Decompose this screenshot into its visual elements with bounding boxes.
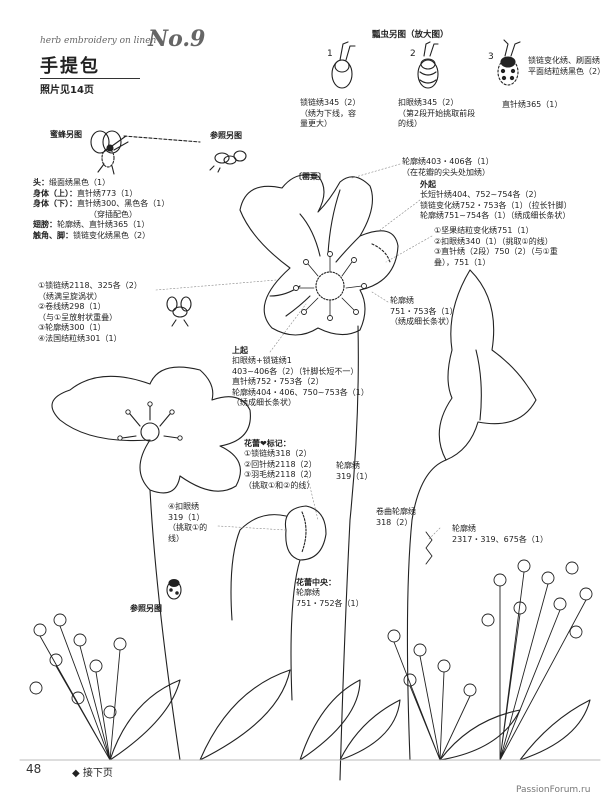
stem-outline-note: 轮廓绣 2317・319、675各（1） (452, 524, 548, 544)
poppy-note-outer-head: 外起 (420, 180, 436, 189)
bee-instructions: 头：缎面绣黑色（1） 身体（上）：直针绣773（1） 身体（下）：直针绣300、… (33, 178, 169, 241)
page-number: 48 (26, 762, 42, 776)
bud-outline-note: 轮廓绣 319（1） (336, 461, 373, 481)
bud-center-title: 花蕾中央： (296, 578, 336, 587)
bee-enlarged (90, 130, 201, 175)
ladybug-note-1: 锁链绣345（2） （绣为下线，容 量更大） (300, 98, 361, 128)
poppy-note-outer: 长短针绣404、752~754各（2） 锁链变化绣752・753各（1）（拉长针… (420, 190, 572, 220)
pattern-number: No.9 (148, 26, 206, 52)
poppy-main (239, 173, 399, 781)
bee-line: 翅膀：轮廓绣、直针绣365（1） (33, 220, 150, 229)
flower-cluster-right (387, 559, 593, 761)
poppy-bud (230, 505, 327, 701)
ladybug-step-3 (497, 39, 521, 86)
poppy-note-center-head: 上起 (232, 346, 248, 355)
stem-curl-note: 卷曲轮廓绣 318（2） (376, 507, 416, 527)
bee-line: 头：缎面绣黑色（1） (33, 178, 111, 187)
site-watermark: PassionForum.ru (516, 785, 591, 795)
ladybug-ref-label: 参照另图 (130, 604, 162, 613)
bee-line: 身体（下）：直针绣300、黑色各（1） (33, 199, 170, 208)
leaves (19, 669, 601, 761)
ladybug-step-2 (417, 41, 439, 89)
poppy-left (51, 366, 251, 761)
flower-cluster-left (29, 613, 127, 761)
bud-center-note: 轮廓绣 751・752各（1） (296, 588, 364, 608)
bee-line: （穿插配色） (89, 209, 137, 219)
poppy-right (406, 269, 537, 761)
ladybug-heading: 瓢虫另图（放大图） (372, 30, 449, 40)
bud-buttonhole-note: ④扣眼绣 319（1） （挑取①的 线） (168, 502, 208, 543)
bee-small-mid (166, 296, 192, 327)
bud-title: 花蕾❤标记： (244, 439, 291, 448)
ladybug-step-2-num: 2 (410, 49, 416, 59)
poppy-note-center: 扣眼绣+锁链绣1 403~406各（2）（针脚长短不一） 直针绣752・753各… (232, 356, 369, 407)
bud-list: ①锁链绣318（2） ②回针绣2118（2） ③羽毛绣2118（2） （挑取①和… (244, 449, 317, 490)
ladybug-step-3-num: 3 (488, 52, 494, 62)
ladybug-step-1-num: 1 (327, 49, 333, 59)
bee-label-right: 参照另图 (210, 131, 242, 140)
bee-small-top (209, 150, 247, 173)
next-page-link[interactable]: ◆ 接下页 (72, 768, 113, 779)
ladybug-note-3: 直针绣365（1） (502, 100, 563, 109)
page-title: 手提包 (40, 56, 100, 77)
poppy-note-left-list: ①锁链绣2118、325各（2） （绣满呈旋涡状） ②卷线绣298（1） （与①… (38, 281, 142, 343)
poppy-label: 〔罂粟〕 (294, 172, 326, 181)
ladybug-step-1 (331, 41, 356, 89)
photo-reference: 照片见14页 (40, 85, 94, 96)
bee-line: 身体（上）：直针绣773（1） (33, 188, 138, 198)
title-underline (40, 78, 140, 79)
bee-line: 触角、脚：锁链变化绣黑色（2） (33, 230, 151, 240)
poppy-note-lower: 轮廓绣 751・753各（1） （绣成细长条状） (390, 296, 458, 326)
ladybug-note-2: 扣眼绣345（2） （第2段开始挑取前段 的线） (398, 98, 476, 128)
bee-label-left: 蜜蜂另图 (50, 130, 82, 139)
ladybug-on-stem (166, 578, 182, 600)
diamond-icon: ◆ (72, 768, 80, 779)
poppy-note-petal-tip: 轮廓绣403・406各（1） （在花瓣的尖头处加绣） (402, 157, 494, 177)
ladybug-note-4: 锁链变化绣、刷面绣 平面结粒绣黑色（2） (528, 56, 606, 76)
series-name: herb embroidery on linen (40, 36, 157, 46)
poppy-note-center-list: ①坚果结粒变化绣751（1） ②扣眼绣340（1）（挑取①的线） ③直针绣（2段… (434, 226, 558, 267)
